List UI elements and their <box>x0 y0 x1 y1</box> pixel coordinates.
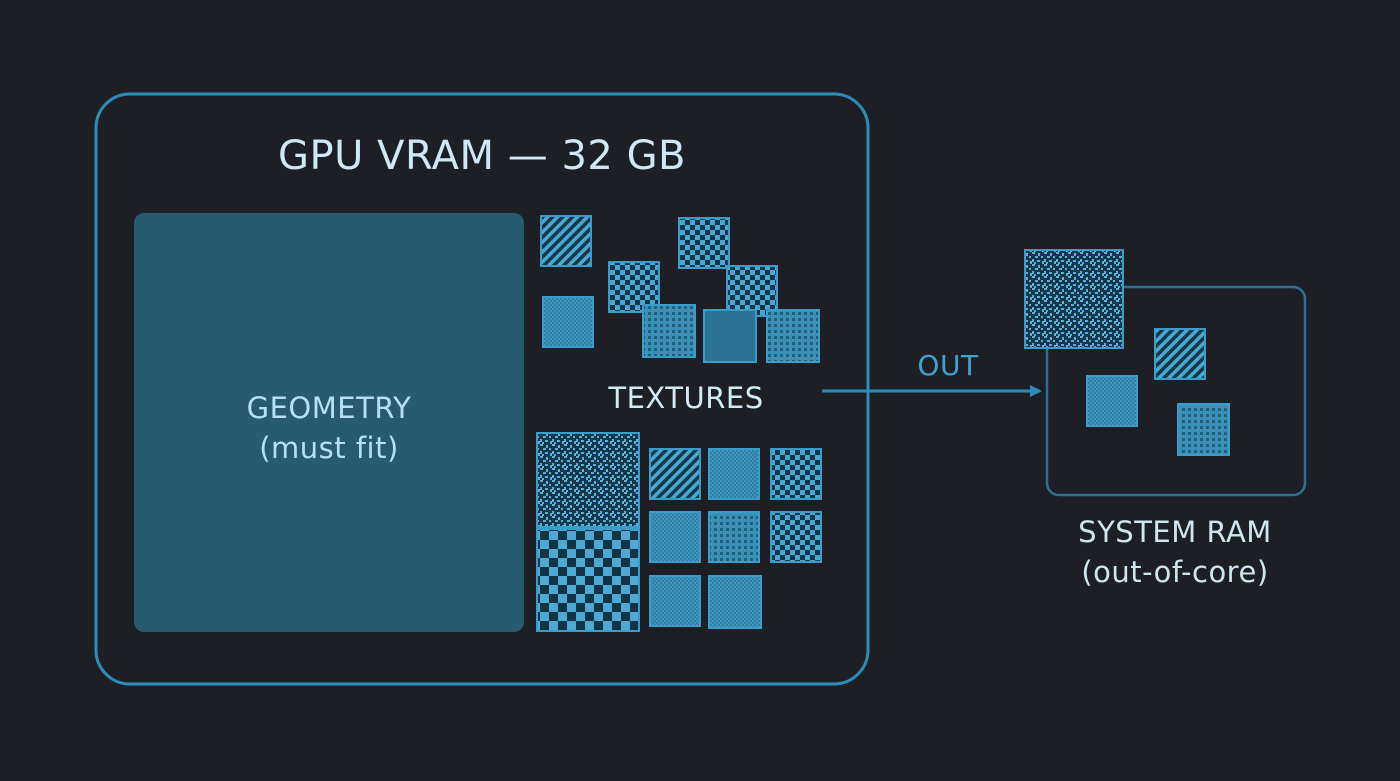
gpu-vram-container <box>94 92 870 686</box>
geometry-label-line2: (must fit) <box>259 431 399 465</box>
geometry-label-line1: GEOMETRY <box>246 391 412 425</box>
texture-tile <box>649 511 701 563</box>
texture-tile <box>726 265 778 317</box>
texture-tile <box>1154 328 1206 380</box>
texture-tiles-lower <box>536 432 822 632</box>
gpu-vram-title: GPU VRAM — 32 GB <box>278 133 686 179</box>
texture-tile <box>770 511 822 563</box>
texture-tile <box>540 215 592 267</box>
texture-tile <box>649 575 701 627</box>
textures-label: TEXTURES <box>608 381 764 415</box>
texture-tile <box>608 261 660 313</box>
system-ram-label-line1: SYSTEM RAM <box>1078 515 1272 549</box>
out-arrow-label: OUT <box>917 349 979 382</box>
texture-tile <box>708 511 760 563</box>
texture-tile-large <box>536 432 640 528</box>
texture-tile <box>1177 403 1230 456</box>
geometry-block <box>134 213 524 632</box>
texture-tiles-upper <box>540 215 820 363</box>
texture-tile <box>766 309 820 363</box>
texture-tile <box>642 304 696 358</box>
texture-tile-large <box>536 528 640 632</box>
texture-tile <box>708 575 762 629</box>
system-ram-tiles <box>1024 249 1230 456</box>
system-ram-label-line2: (out-of-core) <box>1081 555 1269 589</box>
geometry-label: GEOMETRY (must fit) <box>134 388 524 468</box>
texture-tile-large <box>1024 249 1124 349</box>
texture-tile <box>770 448 822 500</box>
texture-tile <box>1086 375 1138 427</box>
system-ram-label: SYSTEM RAM (out-of-core) <box>1030 512 1320 592</box>
texture-tile <box>542 296 594 348</box>
texture-tile <box>649 448 701 500</box>
texture-tile <box>703 309 757 363</box>
system-ram-container <box>1045 285 1307 497</box>
texture-tile <box>678 217 730 269</box>
texture-tile <box>708 448 760 500</box>
